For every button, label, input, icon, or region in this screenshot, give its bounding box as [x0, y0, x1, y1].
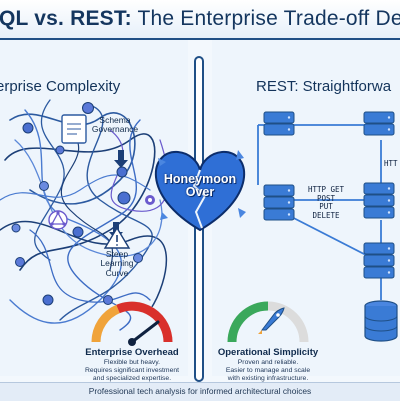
- server-icons: [263, 111, 395, 279]
- graphql-section-heading: erprise Complexity: [0, 78, 121, 95]
- http-method-post: POST: [316, 193, 336, 203]
- gear-icon: [145, 195, 155, 205]
- title-graphql: hQL vs.: [0, 7, 65, 30]
- steep-label-line-3: Curve: [105, 267, 129, 278]
- title-rest-of: The Enterprise Trade-off Dec: [137, 7, 400, 30]
- database-icon: [364, 300, 398, 342]
- page-title: hQL vs. REST: The Enterprise Trade-off D…: [0, 7, 400, 31]
- enterprise-overhead-gauge: [91, 301, 173, 346]
- enterprise-desc-line-2: Requires significant investment: [84, 367, 180, 375]
- network-nodes: [11, 102, 143, 306]
- footer-caption: Professional tech analysis for informed …: [0, 382, 400, 401]
- badge-line-1: Honeymoon: [163, 172, 237, 186]
- operational-simplicity-gauge: [227, 301, 309, 343]
- rest-section-heading: REST: Straightforwa: [256, 78, 392, 95]
- schema-label-line-2: Governance: [91, 124, 139, 135]
- operational-simplicity-title: Operational Simplicity: [217, 347, 319, 358]
- simplicity-desc-line-1: Proven and reliable.: [237, 359, 299, 366]
- enterprise-desc-line-3: and specialized expertise.: [92, 375, 172, 383]
- tangled-network: [0, 99, 169, 331]
- broken-heart-icon: [155, 150, 246, 232]
- warning-icon: [103, 226, 131, 249]
- honeymoon-over-badge: Honeymoon Over: [150, 172, 250, 200]
- title-bar: hQL vs. REST: The Enterprise Trade-off D…: [0, 0, 400, 40]
- steep-label-line-2: Learning: [100, 258, 134, 269]
- operational-simplicity-description: Proven and reliable. Easier to manage an…: [206, 359, 330, 383]
- http-side-label: HTT: [384, 159, 398, 168]
- steep-label-line-1: Steep: [105, 249, 129, 259]
- simplicity-desc-line-2: Easier to manage and scale: [225, 367, 311, 375]
- http-methods-label: HTTP GET POST PUT DELETE: [292, 185, 360, 221]
- http-method-delete: DELETE: [312, 210, 340, 220]
- rocket-icon: [258, 307, 285, 334]
- http-method-put: PUT: [319, 202, 333, 212]
- steep-learning-curve-label: Steep Learning Curve: [92, 249, 142, 278]
- simplicity-desc-line-3: with existing infrastructure.: [227, 375, 309, 383]
- schema-label-line-1: Schema: [99, 115, 131, 125]
- schema-document-icon: [61, 114, 87, 144]
- badge-line-2: Over: [185, 185, 215, 200]
- title-rest: REST:: [70, 7, 132, 30]
- graphql-hub-icon: [48, 210, 68, 230]
- enterprise-desc-line-1: Flexible but heavy.: [103, 359, 161, 366]
- http-method-get: HTTP GET: [307, 185, 345, 194]
- enterprise-overhead-title: Enterprise Overhead: [85, 347, 179, 358]
- enterprise-overhead-description: Flexible but heavy. Requires significant…: [70, 359, 194, 383]
- schema-governance-label: Schema Governance: [86, 115, 144, 135]
